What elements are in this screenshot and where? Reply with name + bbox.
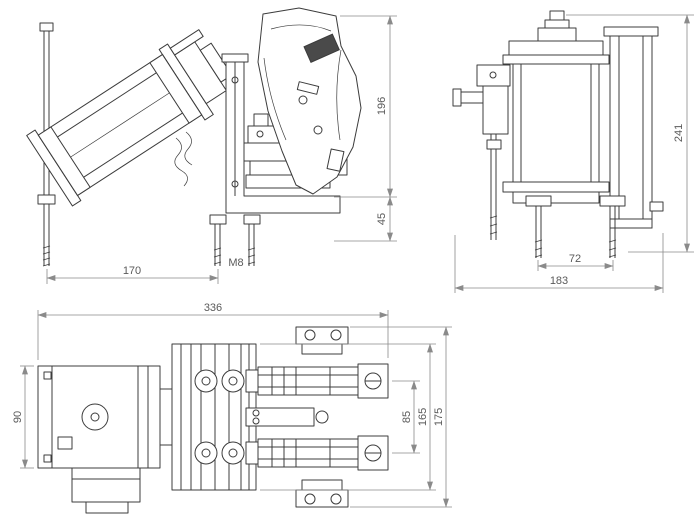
plan-view [37, 326, 389, 514]
plan-center-bar [245, 407, 329, 427]
dim-plan-overall-length: 336 [204, 302, 222, 314]
dim-plan-pole-spacing: 85 [401, 411, 413, 423]
side-top-bolt-icon [537, 10, 577, 42]
side-dimensions: 241 72 183 [454, 14, 694, 293]
dim-side-overall-height: 241 [673, 124, 685, 142]
side-studs [525, 195, 626, 258]
front-view [26, 7, 362, 267]
front-studs [209, 214, 261, 266]
side-coil [502, 40, 610, 204]
side-rod-left-icon [486, 134, 502, 240]
front-dimensions: 196 45 170 M8 [46, 15, 397, 284]
front-arc-chute [257, 7, 362, 195]
plan-pole-top [194, 363, 389, 399]
plan-dimensions: 336 90 85 165 175 [12, 302, 452, 508]
dim-side-overall-depth: 183 [550, 275, 568, 287]
front-bracket [221, 53, 341, 214]
side-left-bracket [452, 64, 511, 135]
front-coil-assembly [26, 29, 233, 207]
front-wire-icon [174, 131, 193, 187]
dim-plan-drive-height: 90 [12, 411, 24, 423]
side-view [452, 10, 664, 258]
dim-front-overall-height: 196 [376, 97, 388, 115]
dim-front-base-height: 45 [376, 213, 388, 225]
plan-drive-box [37, 365, 161, 514]
plan-pole-bottom [194, 435, 389, 471]
plan-bottom-bracket [295, 479, 349, 508]
front-handle-icon [303, 33, 340, 63]
dim-plan-frame-height: 165 [417, 408, 429, 426]
dim-plan-overall-height: 175 [433, 408, 445, 426]
plan-coupling [159, 388, 173, 446]
dim-side-stud-spacing: 72 [569, 253, 581, 265]
plan-plate-stack [171, 343, 257, 491]
plan-top-bracket [295, 326, 349, 355]
dim-front-stud-thread: M8 [228, 257, 243, 269]
dim-front-mounting-width: 170 [123, 265, 141, 277]
